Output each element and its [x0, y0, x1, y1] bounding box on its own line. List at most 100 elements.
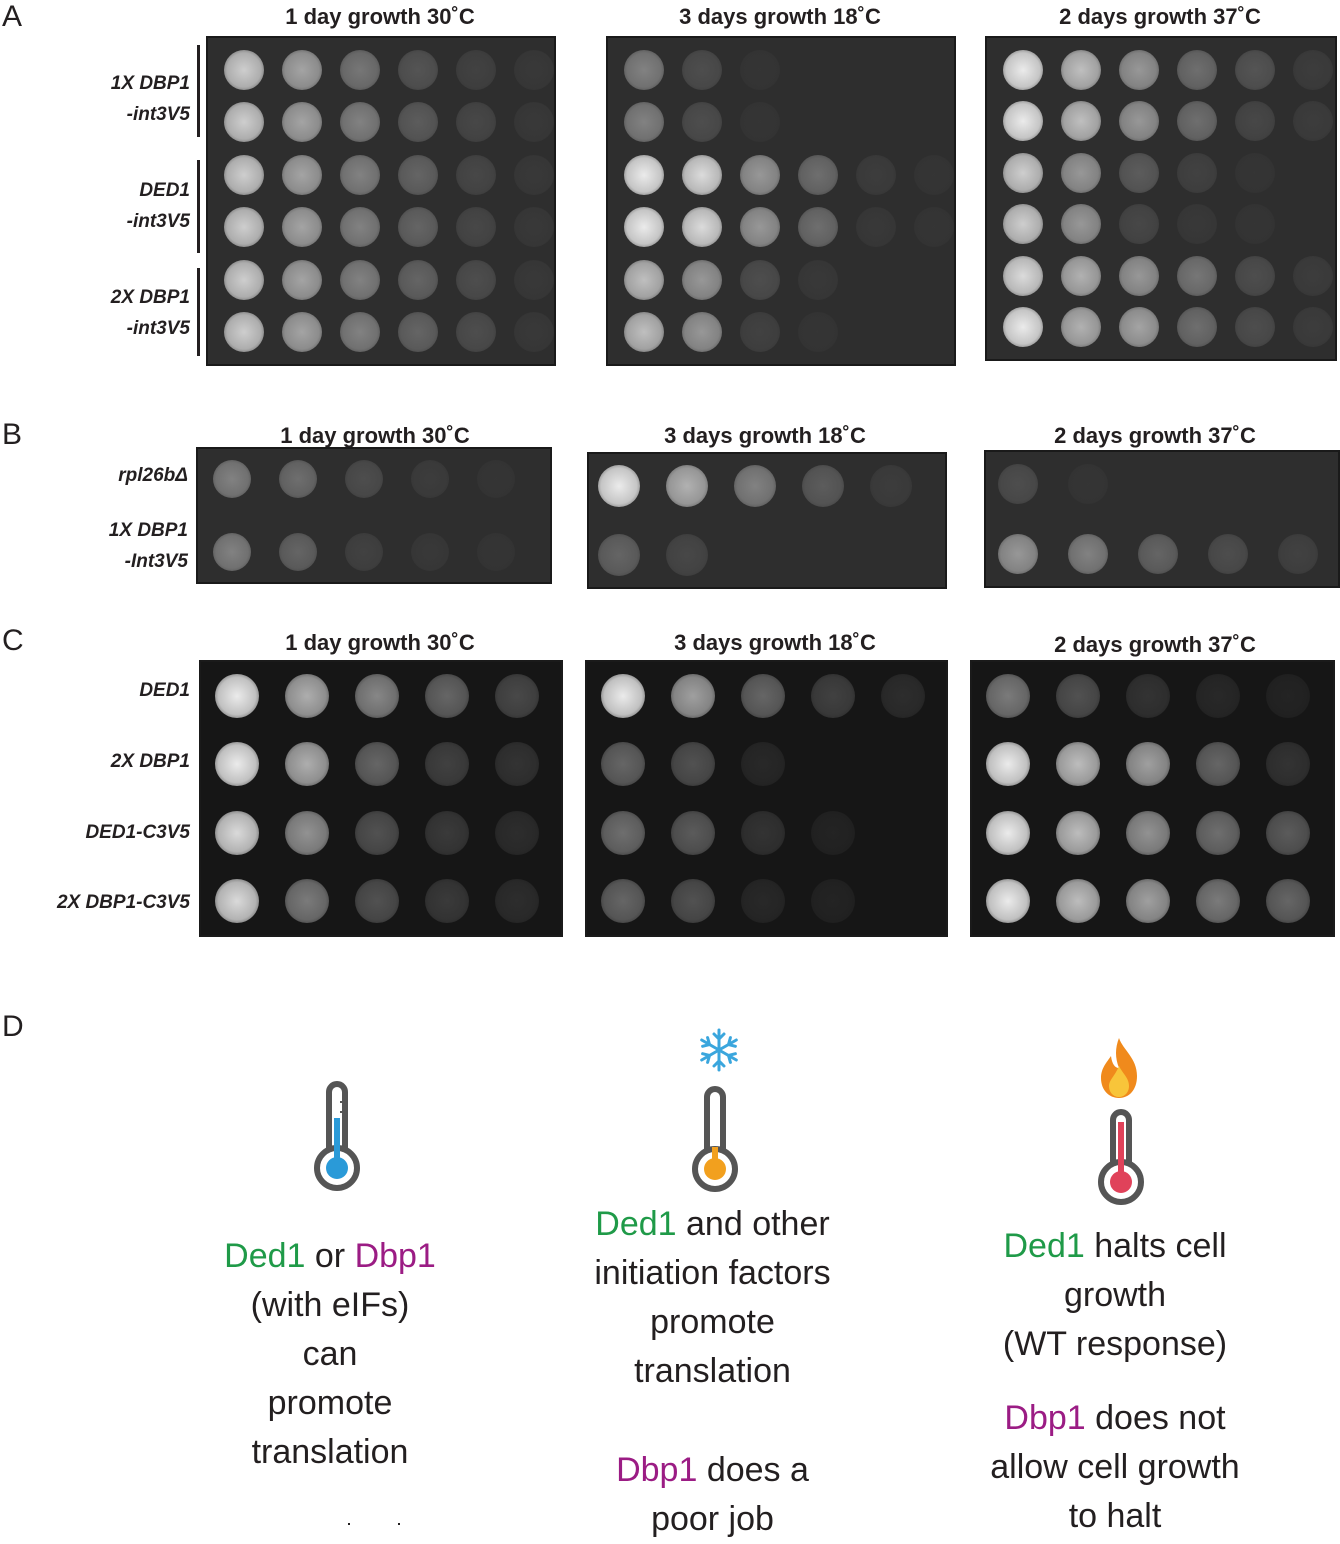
strain-bracket	[197, 160, 200, 253]
yeast-spot	[598, 534, 640, 576]
yeast-spot	[740, 259, 780, 300]
yeast-spot	[1003, 255, 1043, 296]
yeast-spot	[1126, 810, 1170, 855]
yeast-spot	[1056, 674, 1100, 718]
yeast-spot	[856, 207, 896, 248]
yeast-spot	[624, 207, 664, 248]
yeast-spot	[870, 465, 912, 507]
yeast-spot	[398, 259, 438, 300]
yeast-spot	[1177, 204, 1217, 245]
yeast-spot	[514, 312, 554, 352]
yeast-spot	[1061, 204, 1101, 245]
yeast-spot	[798, 259, 838, 300]
stray-dot	[348, 1523, 350, 1525]
panel-letter-d: D	[2, 1010, 24, 1043]
yeast-spot	[285, 810, 329, 855]
yeast-spot	[1208, 534, 1248, 574]
strain-label-c-2x-dbp1-c3v5: 2X DBP1-C3V5	[56, 892, 190, 913]
yeast-spot	[802, 465, 844, 507]
yeast-spot	[1177, 307, 1217, 347]
yeast-spot	[1266, 674, 1310, 718]
yeast-spot	[345, 460, 383, 498]
yeast-spot	[355, 810, 399, 855]
yeast-spot	[986, 674, 1030, 718]
yeast-spot	[1293, 255, 1333, 296]
spot-plate-a-37c	[985, 36, 1337, 361]
yeast-spot	[514, 207, 554, 248]
yeast-spot	[282, 259, 322, 300]
plate-title-c-30c: 1 day growth 30˚C	[285, 630, 475, 655]
stray-dot	[398, 1523, 400, 1525]
spot-plate-c-18c	[585, 660, 948, 937]
yeast-spot	[671, 742, 715, 787]
yeast-spot	[425, 742, 469, 787]
yeast-spot	[601, 810, 645, 855]
yeast-spot	[425, 810, 469, 855]
plate-title-b-30c: 1 day growth 30˚C	[280, 423, 470, 448]
yeast-spot	[1266, 742, 1310, 787]
yeast-spot	[215, 810, 259, 855]
yeast-spot	[682, 102, 722, 143]
yeast-spot	[1235, 50, 1275, 90]
yeast-spot	[914, 154, 954, 195]
yeast-spot	[741, 674, 785, 718]
yeast-spot	[624, 312, 664, 352]
yeast-spot	[456, 207, 496, 248]
yeast-spot	[224, 259, 264, 300]
yeast-spot	[671, 674, 715, 718]
yeast-spot	[514, 259, 554, 300]
yeast-spot	[514, 50, 554, 90]
yeast-spot	[798, 207, 838, 248]
yeast-spot	[282, 102, 322, 143]
yeast-spot	[425, 879, 469, 923]
yeast-spot	[425, 674, 469, 718]
yeast-spot	[1266, 810, 1310, 855]
yeast-spot	[215, 879, 259, 923]
yeast-spot	[456, 312, 496, 352]
yeast-spot	[1119, 307, 1159, 347]
yeast-spot	[798, 312, 838, 352]
yeast-spot	[456, 102, 496, 143]
yeast-spot	[1177, 101, 1217, 142]
yeast-spot	[1177, 152, 1217, 193]
yeast-spot	[1003, 50, 1043, 90]
yeast-spot	[340, 207, 380, 248]
yeast-spot	[1138, 534, 1178, 574]
yeast-spot	[213, 533, 251, 571]
yeast-spot	[856, 154, 896, 195]
yeast-spot	[914, 207, 954, 248]
panel-letter-c: C	[2, 624, 24, 657]
strain-bracket	[197, 268, 200, 356]
yeast-spot	[601, 879, 645, 923]
yeast-spot	[1003, 307, 1043, 347]
yeast-spot	[1126, 674, 1170, 718]
yeast-spot	[601, 674, 645, 718]
snowflake-icon	[700, 1028, 738, 1072]
yeast-spot	[986, 810, 1030, 855]
yeast-spot	[624, 102, 664, 143]
plate-title-c-18c: 3 days growth 18˚C	[674, 630, 876, 655]
strain-label-b-rpl26b: rpl26bΔ	[118, 465, 188, 486]
strain-label-a-ded1: DED1-int3V5	[126, 180, 190, 232]
yeast-spot	[456, 154, 496, 195]
yeast-spot	[224, 312, 264, 352]
yeast-spot	[514, 102, 554, 143]
yeast-spot	[398, 207, 438, 248]
yeast-spot	[340, 102, 380, 143]
yeast-spot	[798, 154, 838, 195]
yeast-spot	[1293, 307, 1333, 347]
yeast-spot	[624, 50, 664, 90]
yeast-spot	[734, 465, 776, 507]
yeast-spot	[215, 742, 259, 787]
yeast-spot	[1278, 534, 1318, 574]
yeast-spot	[279, 460, 317, 498]
yeast-spot	[740, 102, 780, 143]
strain-label-a-1x-dbp1: 1X DBP1-int3V5	[110, 73, 190, 125]
yeast-spot	[1061, 50, 1101, 90]
yeast-spot	[224, 102, 264, 143]
yeast-spot	[1177, 255, 1217, 296]
yeast-spot	[671, 879, 715, 923]
thermometer-hot-icon	[1098, 1109, 1144, 1205]
strain-label-b-1x-dbp1: 1X DBP1-Int3V5	[108, 520, 188, 572]
spot-plate-a-30c	[206, 36, 556, 366]
